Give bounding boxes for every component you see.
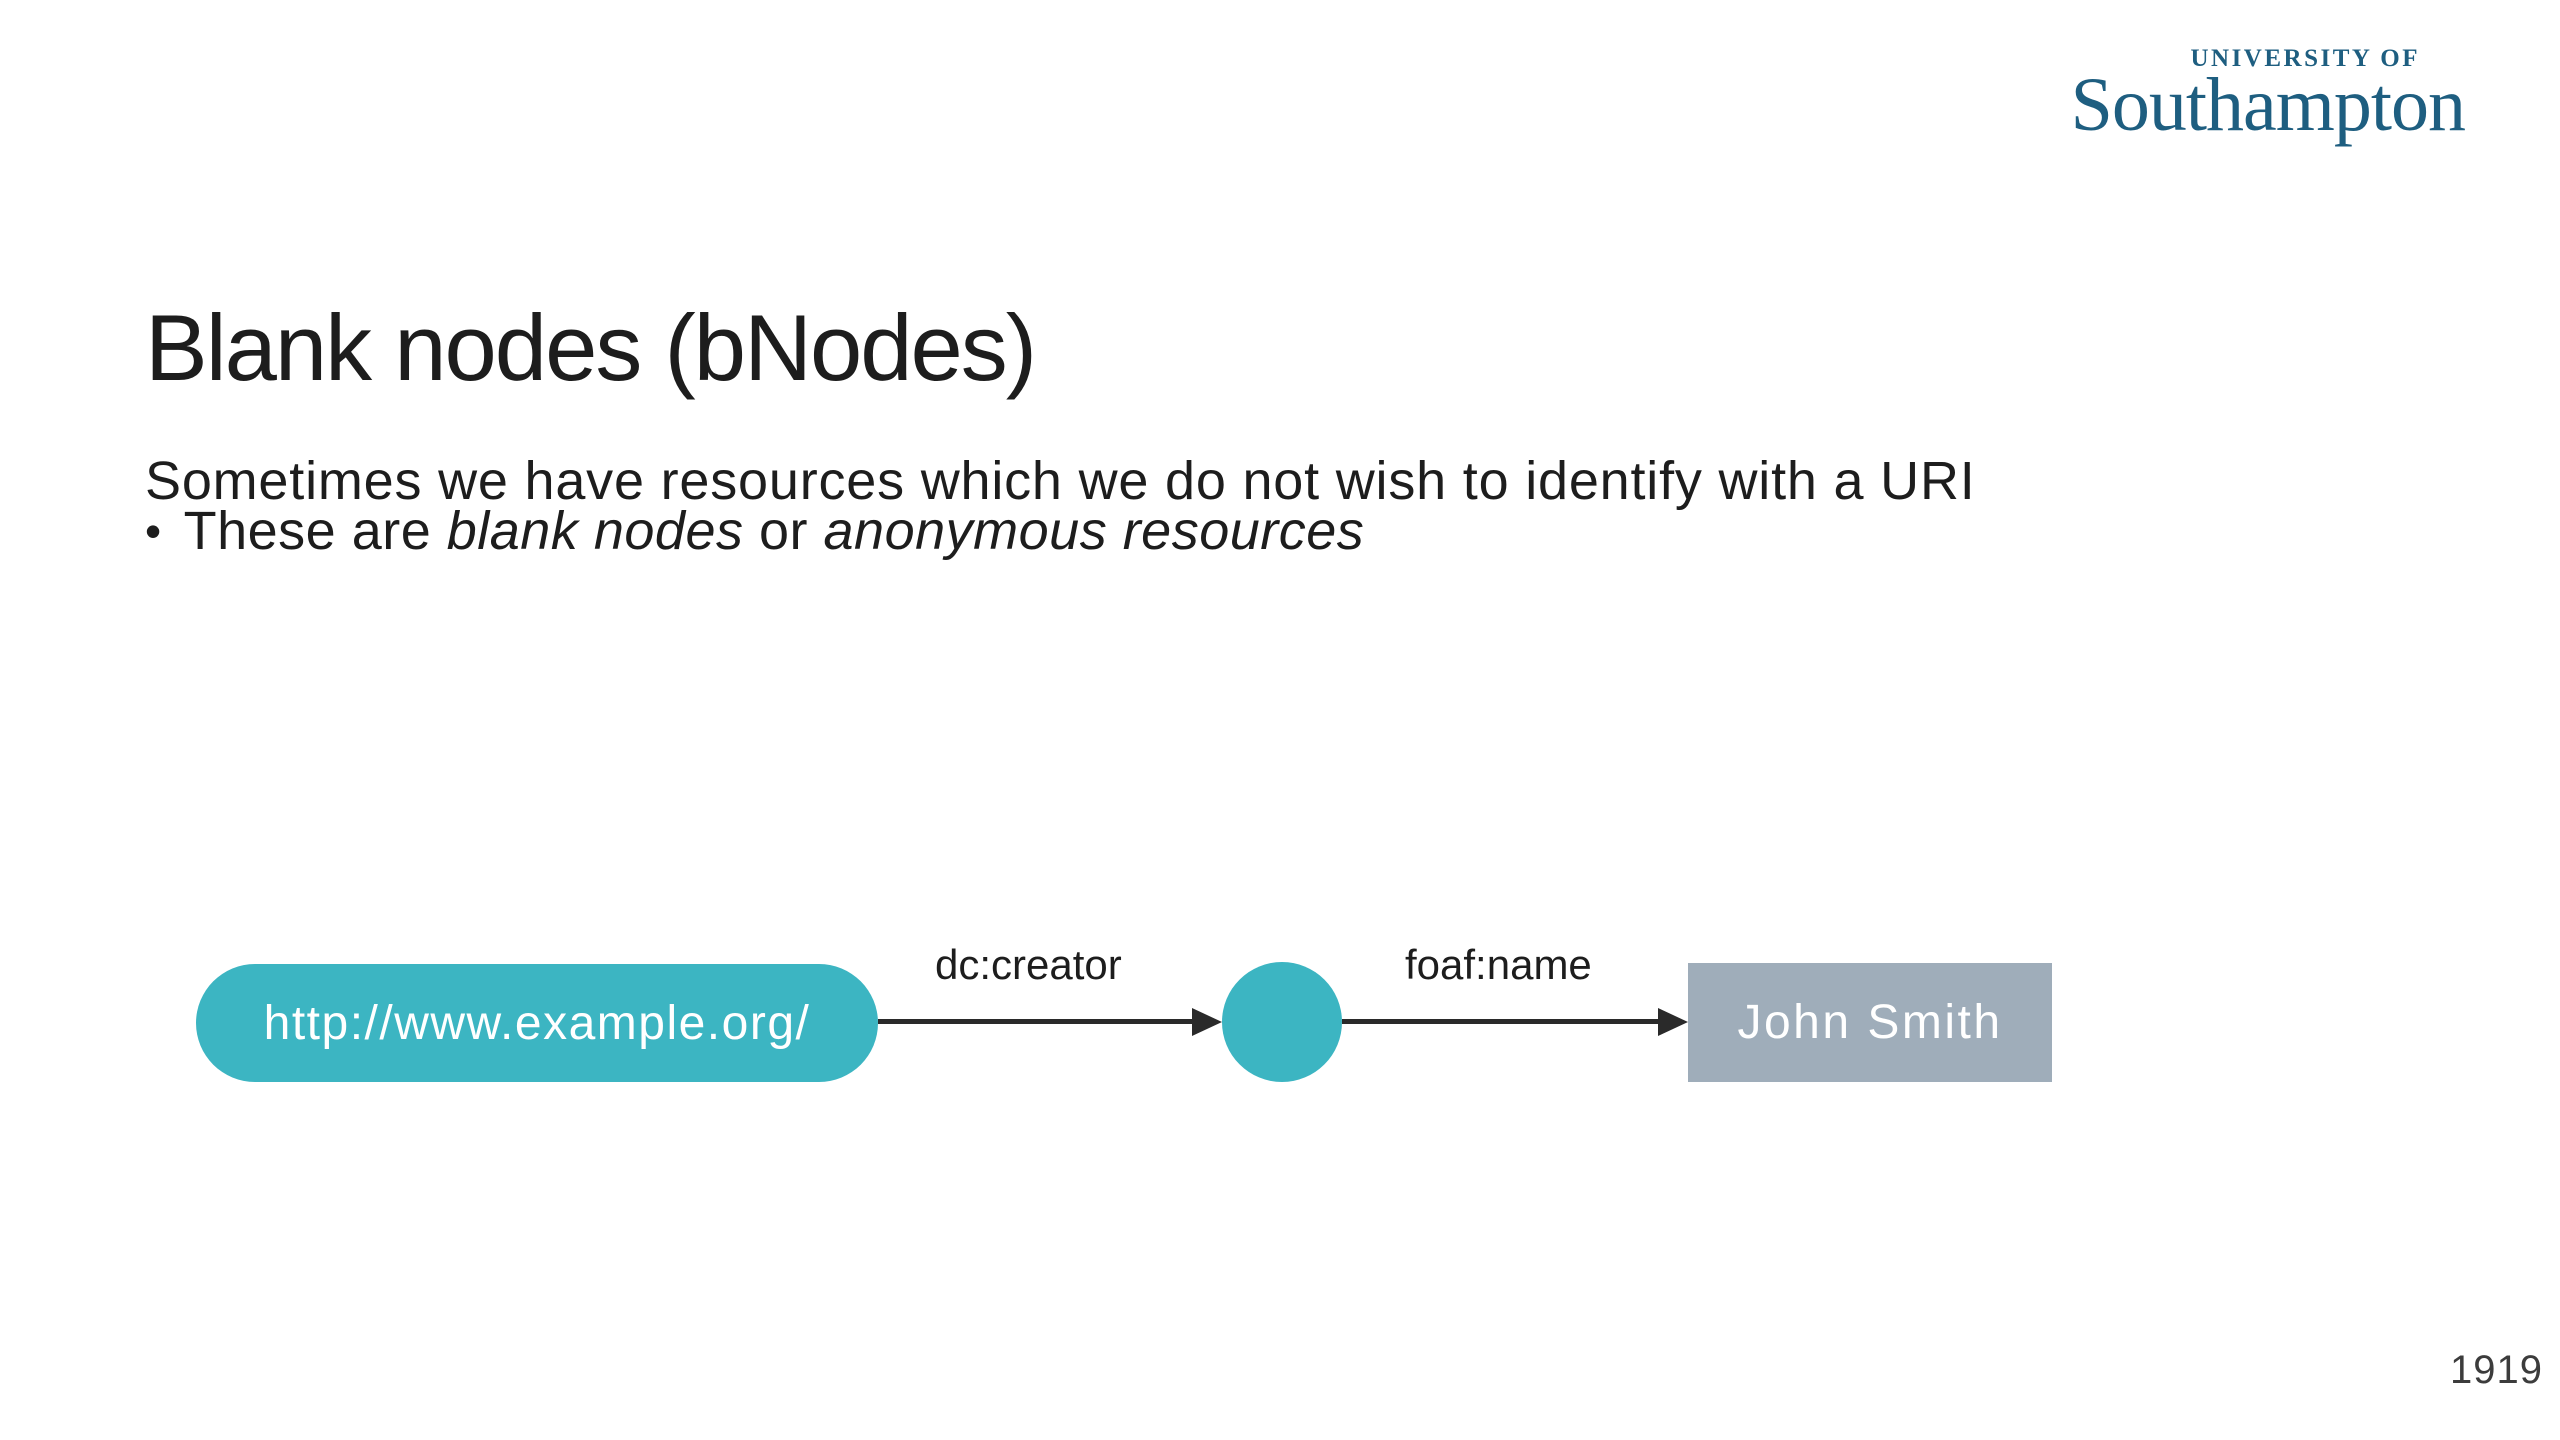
subject-uri-label: http://www.example.org/ <box>263 996 811 1050</box>
bullet-segment: or <box>743 501 824 561</box>
foaf-name-predicate-label: foaf:name <box>1405 941 1592 988</box>
intro-text: Sometimes we have resources which we do … <box>145 451 1976 511</box>
literal-value-label: John Smith <box>1737 996 2003 1049</box>
dc-creator-arrowhead-icon <box>1192 1008 1222 1036</box>
foaf-name-arrow-line <box>1342 1019 1662 1024</box>
bullet-marker: • <box>145 505 162 557</box>
bullet-segment-italic: blank nodes <box>446 501 744 561</box>
subject-uri-node: http://www.example.org/ <box>196 964 878 1082</box>
bullet-text: These are blank nodes or anonymous resou… <box>184 500 1365 562</box>
bullet-segment-italic: anonymous resources <box>823 501 1365 561</box>
blank-node-circle <box>1222 962 1342 1082</box>
literal-value-node: John Smith <box>1688 963 2052 1082</box>
slide-title: Blank nodes (bNodes) <box>145 294 1037 400</box>
bullet-segment: These are <box>183 501 447 561</box>
foaf-name-arrowhead-icon <box>1658 1008 1688 1036</box>
page-number: 1919 <box>2450 1348 2543 1392</box>
dc-creator-predicate-label: dc:creator <box>935 941 1122 988</box>
logo-university-of-text: UNIVERSITY OF <box>2190 45 2420 72</box>
dc-creator-arrow-line <box>878 1019 1196 1024</box>
university-logo: UNIVERSITY OF Southampton <box>2070 45 2466 147</box>
bullet-item: • These are blank nodes or anonymous res… <box>145 500 1364 562</box>
logo-southampton-wordmark: Southampton <box>2070 63 2466 147</box>
